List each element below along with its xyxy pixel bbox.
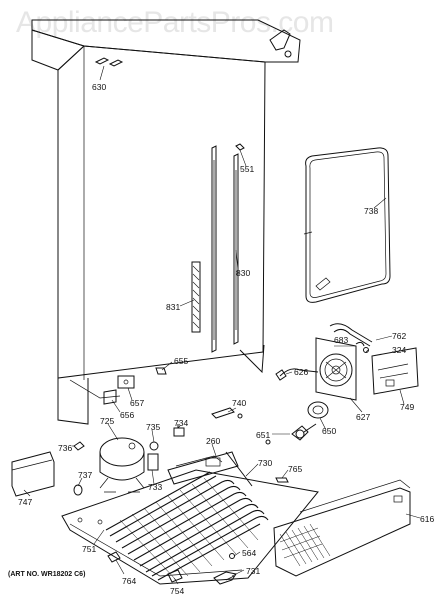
label-683: 683 xyxy=(334,335,348,345)
label-551: 551 xyxy=(240,164,254,174)
hinge-bracket xyxy=(269,29,292,58)
leader-lines xyxy=(23,65,421,585)
label-738: 738 xyxy=(364,206,378,216)
refrigerator-cabinet xyxy=(31,19,301,425)
bracket-747 xyxy=(11,451,55,497)
label-747: 747 xyxy=(18,497,32,507)
label-730: 730 xyxy=(258,458,272,468)
label-831: 831 xyxy=(166,302,180,312)
label-734: 734 xyxy=(174,418,188,428)
compressor xyxy=(99,437,145,493)
door-gasket xyxy=(303,147,391,303)
label-740: 740 xyxy=(232,398,246,408)
label-655: 655 xyxy=(174,356,188,366)
label-651: 651 xyxy=(256,430,270,440)
label-737: 737 xyxy=(78,470,92,480)
label-656: 656 xyxy=(120,410,134,420)
small-parts xyxy=(73,367,289,585)
label-324: 324 xyxy=(392,345,406,355)
label-749: 749 xyxy=(400,402,414,412)
label-650: 650 xyxy=(322,426,336,436)
label-754: 754 xyxy=(170,586,184,596)
evaporator-fan-assembly xyxy=(265,323,419,445)
label-731: 731 xyxy=(246,566,260,576)
label-616: 616 xyxy=(420,514,434,524)
base-pan-and-condenser xyxy=(61,451,319,585)
label-751: 751 xyxy=(82,544,96,554)
label-764: 764 xyxy=(122,576,136,586)
label-830: 830 xyxy=(236,268,250,278)
part-labels: 630 551 738 830 831 655 762 683 324 626 … xyxy=(8,82,434,596)
rear-grille xyxy=(273,479,411,577)
label-765: 765 xyxy=(288,464,302,474)
art-number: (ART NO. WR18202 C6) xyxy=(8,571,85,578)
label-260: 260 xyxy=(206,436,220,446)
label-735: 735 xyxy=(146,422,160,432)
label-626: 626 xyxy=(294,367,308,377)
label-657: 657 xyxy=(130,398,144,408)
label-733: 733 xyxy=(148,482,162,492)
label-725: 725 xyxy=(100,416,114,426)
label-736: 736 xyxy=(58,443,72,453)
label-627: 627 xyxy=(356,412,370,422)
watermark-text: AppliancePartsPros.com xyxy=(16,6,333,39)
label-762: 762 xyxy=(392,331,406,341)
label-564: 564 xyxy=(242,548,256,558)
label-630: 630 xyxy=(92,82,106,92)
